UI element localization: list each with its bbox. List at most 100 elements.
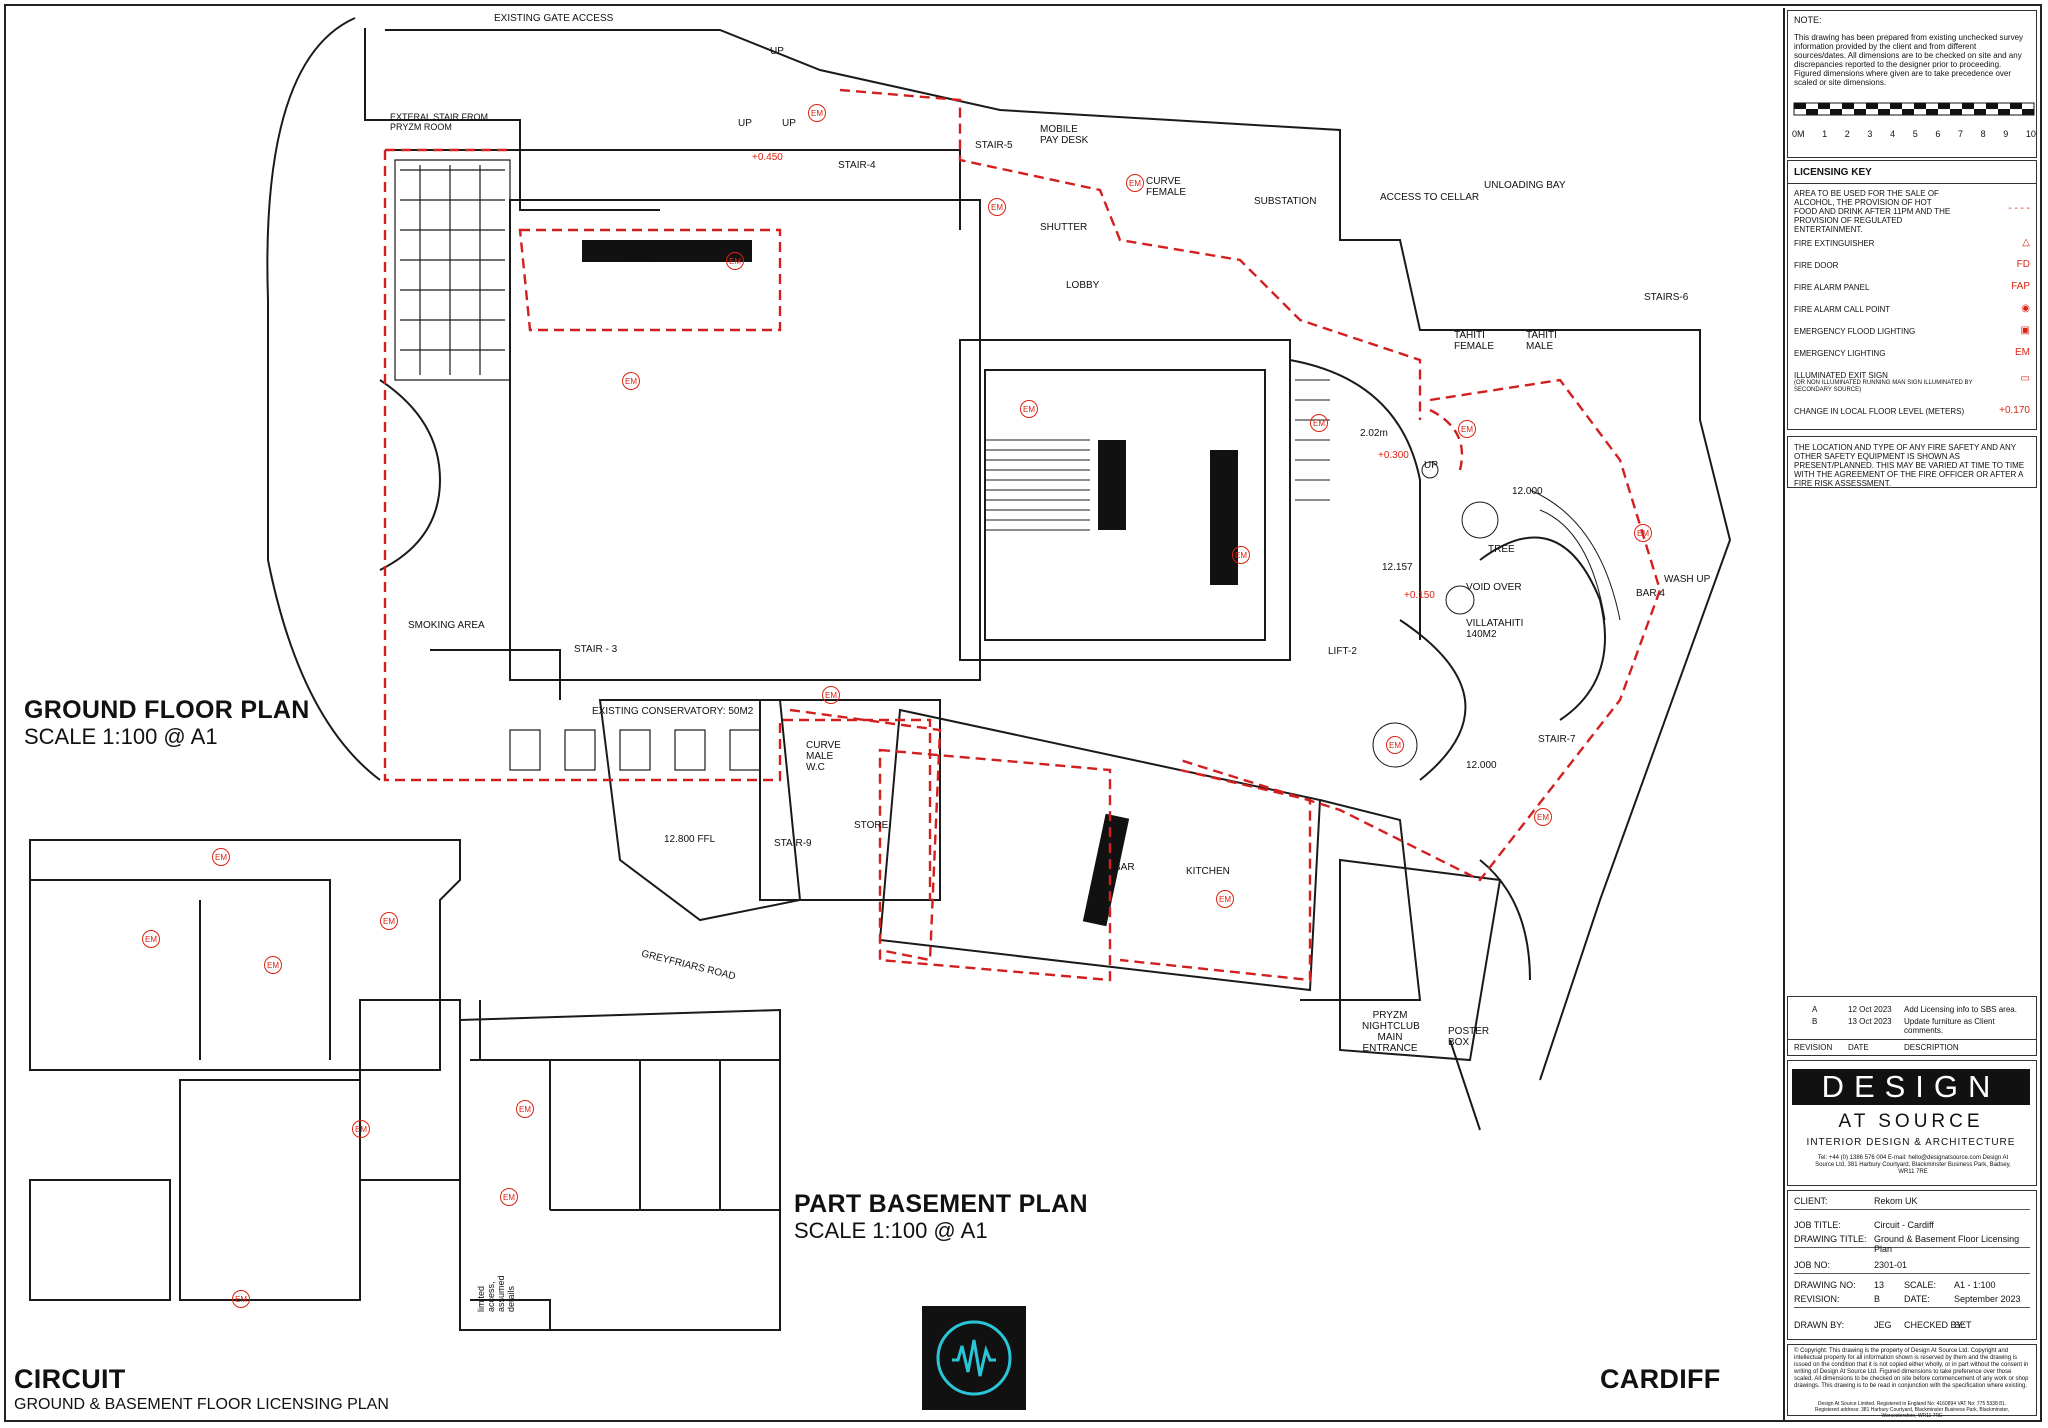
label-ext-stair: EXTERAL STAIR FROM PRYZM ROOM [390,112,489,132]
rev-b-date: 13 Oct 2023 [1848,1017,1892,1026]
fire-door-icon: FD [2016,259,2030,270]
rev-a: A [1812,1005,1818,1014]
scale-tick: 0M [1792,129,1805,139]
client-value: Rekom UK [1874,1196,1918,1206]
key-sym-area: - - - - [2008,203,2030,214]
label-smoking: SMOKING AREA [408,620,485,631]
brand-sub: AT SOURCE [1838,1111,1984,1132]
label-ffl: 12.800 FFL [664,834,716,845]
level-12000-a: 12.000 [1512,486,1543,497]
scale-value: A1 - 1:100 [1954,1280,1996,1290]
level-plus0300: +0.300 [1378,450,1409,461]
drawing-no-label: DRAWING NO: [1794,1280,1856,1290]
em-marker: EM [142,930,160,948]
revision-box: A 12 Oct 2023 Add Licensing info to SBS … [1787,996,2037,1056]
scale-tick: 10 [2025,129,2036,139]
em-marker: EM [500,1188,518,1206]
key-item-call-point: FIRE ALARM CALL POINT [1794,305,1891,314]
label-store: STORE [854,820,889,831]
date-value: September 2023 [1954,1294,2021,1304]
scale-tick: 1 [1822,129,1828,139]
drawn-by-label: DRAWN BY: [1794,1320,1845,1330]
notes-body: This drawing has been prepared from exis… [1794,33,2024,87]
label-up-3: UP [782,118,796,129]
label-tree: TREE [1488,544,1515,555]
label-bar: BAR [1114,862,1135,873]
label-stair4: STAIR-4 [838,160,876,171]
scale-tick: 5 [1912,129,1918,139]
label-curve-female: CURVE FEMALE [1146,176,1187,198]
label-villa: VILLATAHITI 140M2 [1466,618,1524,640]
checked-by-label: CHECKED BY: [1904,1320,1965,1330]
licensing-key-box: LICENSING KEY AREA TO BE USED FOR THE SA… [1787,160,2037,430]
copyright-box: © Copyright: This drawing is the propert… [1787,1344,2037,1419]
em-marker: EM [1634,524,1652,542]
label-void: VOID OVER [1466,582,1522,593]
ground-floor-scale: SCALE 1:100 @ A1 [24,724,218,749]
em-marker: EM [822,686,840,704]
level-plus0450: +0.450 [752,152,783,163]
notes-box: NOTE: This drawing has been prepared fro… [1787,10,2037,158]
label-substation: SUBSTATION [1254,196,1317,207]
flood-lighting-icon: ▣ [2020,325,2030,336]
label-tahiti-male: TAHITI MALE [1526,330,1557,352]
key-item-area: AREA TO BE USED FOR THE SALE OF ALCOHOL,… [1794,189,1951,234]
scale-tick: 6 [1935,129,1941,139]
label-conservatory: EXISTING CONSERVATORY: 50M2 [592,706,754,717]
em-marker: EM [232,1290,250,1308]
key-exit-note: (OR NON ILLUMINATED RUNNING MAN SIGN ILL… [1794,380,1973,393]
label-tahiti-female: TAHITI FEMALE [1454,330,1495,352]
level-plus0150: +0.150 [1404,590,1435,601]
label-shutter: SHUTTER [1040,222,1088,233]
drawing-title-label: DRAWING TITLE: [1794,1234,1867,1244]
key-item-alarm-panel: FIRE ALARM PANEL [1794,283,1870,292]
job-label: JOB TITLE: [1794,1220,1841,1230]
project-subtitle: GROUND & BASEMENT FLOOR LICENSING PLAN [14,1396,389,1413]
em-marker: EM [1232,546,1250,564]
em-marker: EM [988,198,1006,216]
job-no-value: 2301-01 [1874,1260,1908,1270]
em-marker: EM [1310,414,1328,432]
rev-a-date: 12 Oct 2023 [1848,1005,1892,1014]
city-title: CARDIFF [1600,1364,1721,1394]
label-up-2: UP [738,118,752,129]
dimension-202m: 2.02m [1360,428,1388,439]
basement-title: PART BASEMENT PLAN [794,1190,1088,1218]
job-value: Circuit - Cardiff [1874,1220,1934,1230]
em-marker: EM [352,1120,370,1138]
drawn-by-value: JEG [1874,1320,1892,1330]
scale-ticks: 0M 1 2 3 4 5 6 7 8 9 10 [1792,129,2036,139]
floor-plan-drawing [29,17,1732,1331]
emergency-lighting-icon: EM [2015,347,2030,358]
key-item-emergency-lighting: EMERGENCY LIGHTING [1794,349,1886,358]
floor-level-icon: +0.170 [1999,405,2030,416]
scale-tick: 4 [1890,129,1896,139]
scale-tick: 9 [2003,129,2009,139]
label-limited-access: limited access, assumed details [476,1275,516,1312]
label-stair3: STAIR - 3 [574,644,618,655]
basement-scale: SCALE 1:100 @ A1 [794,1218,988,1243]
label-pryzm: PRYZM NIGHTCLUB MAIN ENTRANCE [1362,1010,1420,1054]
revision-value: B [1874,1294,1881,1304]
brand-name: DESIGN [1792,1069,2030,1105]
copyright-text: © Copyright: This drawing is the propert… [1794,1348,2029,1389]
drawing-no-value: 13 [1874,1280,1885,1290]
location-note: THE LOCATION AND TYPE OF ANY FIRE SAFETY… [1794,443,2025,488]
em-marker: EM [1458,420,1476,438]
ground-floor-title: GROUND FLOOR PLAN [24,696,310,724]
em-marker: EM [1386,736,1404,754]
client-label: CLIENT: [1794,1196,1828,1206]
call-point-icon: ◉ [2021,303,2030,314]
label-lobby: LOBBY [1066,280,1100,291]
brand-tag: INTERIOR DESIGN & ARCHITECTURE [1806,1137,2016,1148]
em-marker: EM [516,1100,534,1118]
key-item-floor-level: CHANGE IN LOCAL FLOOR LEVEL (METERS) [1794,407,1965,416]
level-12000-b: 12.000 [1466,760,1497,771]
label-access-cellar: ACCESS TO CELLAR [1380,192,1480,203]
key-item-fire-door: FIRE DOOR [1794,261,1839,270]
em-marker: EM [264,956,282,974]
company-footer: Design At Source Limited. Registered in … [1814,1401,2010,1419]
scale-tick: 7 [1957,129,1963,139]
em-marker: EM [726,252,744,270]
key-heading: LICENSING KEY [1794,167,1872,178]
